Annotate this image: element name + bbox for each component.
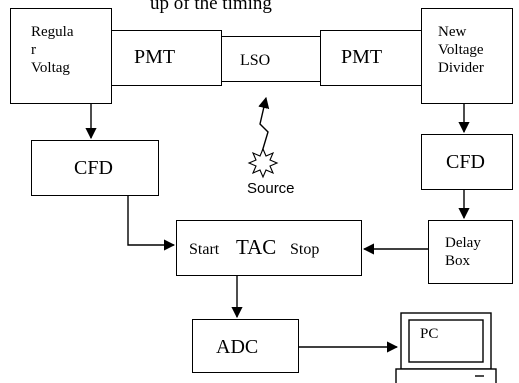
gamma-ray-arrow [258, 96, 270, 153]
tac-name-label: TAC [236, 235, 277, 259]
pc-label: PC [420, 326, 439, 342]
delay-box: Delay Box [428, 220, 513, 284]
pmt-left-label: PMT [134, 46, 176, 68]
cfd-left-box: CFD [31, 140, 159, 196]
pmt-right-box: PMT [320, 30, 424, 86]
arrow-cfd-to-tac [127, 196, 176, 251]
adc-label: ADC [216, 336, 259, 358]
source-label: Source [247, 180, 295, 197]
lso-label: LSO [240, 52, 271, 69]
pmt-right-label: PMT [341, 46, 383, 68]
adc-box: ADC [192, 319, 299, 373]
new-voltage-divider-label: New Voltage Divider [438, 24, 484, 76]
cfd-left-label: CFD [74, 157, 113, 179]
cfd-right-label: CFD [446, 151, 485, 173]
lso-box: LSO [221, 36, 321, 82]
source-star-icon [247, 147, 279, 179]
delay-box-label: Delay Box [445, 235, 481, 269]
cfd-right-box: CFD [421, 134, 513, 190]
regular-voltage-label: Regula r Voltag [31, 24, 74, 76]
new-voltage-divider-box: New Voltage Divider [421, 8, 513, 104]
pc-computer-icon [395, 312, 497, 383]
tac-box: Start TAC Stop [176, 220, 362, 276]
pmt-left-box: PMT [111, 30, 222, 86]
tac-stop-label: Stop [290, 241, 320, 258]
caption: up of the timing [150, 0, 272, 14]
tac-start-label: Start [189, 241, 220, 258]
